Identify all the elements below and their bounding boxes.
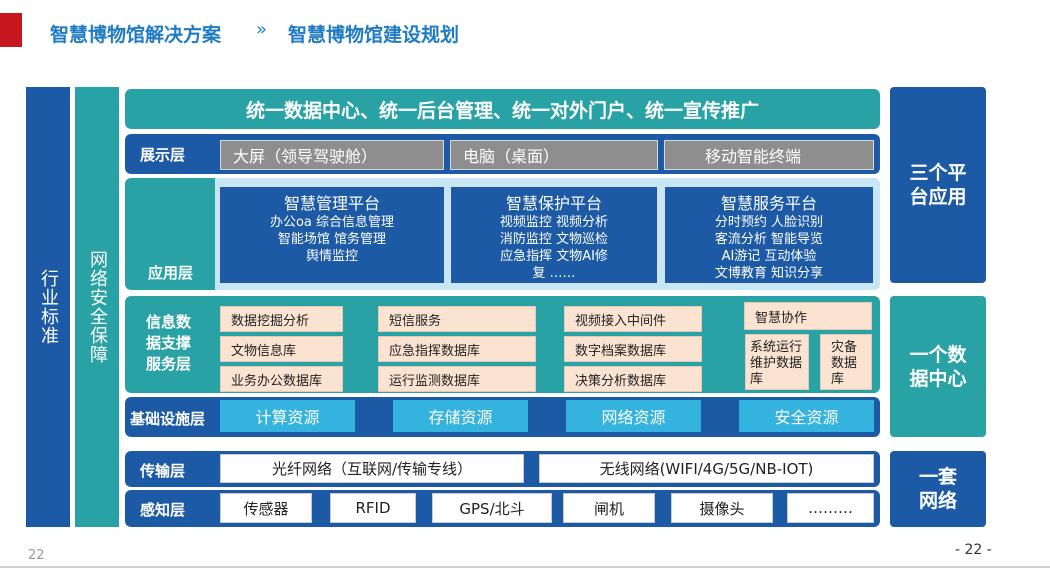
service-platform-title: 智慧服务平台 <box>720 194 817 213</box>
protection-platform-line: 应急指挥 文物AI修 <box>500 249 608 264</box>
network-security-column: 网络安全保障 <box>75 87 119 527</box>
data-item: 决策分析数据库 <box>564 366 702 392</box>
transport-item-wireless: 无线网络(WIFI/4G/5G/NB-IOT) <box>539 454 874 483</box>
data-item: 文物信息库 <box>220 336 343 362</box>
perception-item: 闸机 <box>563 493 655 523</box>
industry-standard-column: 行业标准 <box>26 87 70 527</box>
page-number-left: 22 <box>28 548 45 563</box>
service-platform-line: 分时预约 人脸识别 <box>714 215 824 230</box>
network-security-label: 网络安全保障 <box>87 250 108 364</box>
perception-item: RFID <box>330 493 416 523</box>
data-item: 运行监测数据库 <box>378 366 536 392</box>
breadcrumb-separator-icon: » <box>256 19 268 40</box>
data-item: 数字档案数据库 <box>564 336 702 362</box>
page-number-right: - 22 - <box>955 542 992 558</box>
infra-item: 计算资源 <box>220 400 355 432</box>
one-network-box: 一套网络 <box>890 451 986 527</box>
application-layer-label-bg <box>125 178 215 290</box>
perception-item: ……… <box>787 493 874 523</box>
display-item-big-screen: 大屏（领导驾驶舱） <box>220 140 444 170</box>
infrastructure-layer-label: 基础设施层 <box>130 410 206 428</box>
service-platform-line: 客流分析 智能导览 <box>714 232 824 247</box>
data-item: 业务办公数据库 <box>220 366 343 392</box>
display-item-mobile: 移动智能终端 <box>664 140 874 170</box>
data-support-label-line: 服务层 <box>146 355 192 373</box>
perception-item: GPS/北斗 <box>432 493 552 523</box>
perception-layer-label: 感知层 <box>140 501 186 519</box>
protection-platform-line: 视频监控 视频分析 <box>499 215 609 230</box>
protection-platform-line: 消防监控 文物巡检 <box>499 232 609 247</box>
management-platform-line: 办公oa 综合信息管理 <box>269 215 395 230</box>
management-platform: 智慧管理平台 办公oa 综合信息管理 智能场馆 馆务管理 舆情监控 <box>219 186 445 284</box>
management-platform-title: 智慧管理平台 <box>283 194 380 213</box>
data-item-sys-db: 系统运行维护数据库 <box>745 334 809 390</box>
management-platform-line: 舆情监控 <box>305 249 358 264</box>
protection-platform: 智慧保护平台 视频监控 视频分析 消防监控 文物巡检 应急指挥 文物AI修 复 … <box>450 186 658 284</box>
service-platform-line: AI游记 互动体验 <box>721 249 817 264</box>
data-support-layer-label: 信息数 据支撑 服务层 <box>146 312 191 375</box>
application-layer-label: 应用层 <box>148 264 194 282</box>
infra-item: 存储资源 <box>393 400 528 432</box>
data-item-collab: 智慧协作 <box>744 302 872 330</box>
display-item-pc: 电脑（桌面） <box>450 140 658 170</box>
page-title: 智慧博物馆建设规划 <box>288 24 460 46</box>
service-platform: 智慧服务平台 分时预约 人脸识别 客流分析 智能导览 AI游记 互动体验 文博教… <box>664 186 874 284</box>
brand-red-marker <box>0 13 22 47</box>
display-layer-label: 展示层 <box>140 146 186 164</box>
protection-platform-line: 复 …… <box>532 266 576 281</box>
data-item: 应急指挥数据库 <box>378 336 536 362</box>
transport-layer-label: 传输层 <box>140 462 186 480</box>
data-item-backup-db: 灾备数据库 <box>820 334 872 390</box>
management-platform-line: 智能场馆 馆务管理 <box>277 232 387 247</box>
one-data-center-box: 一个数据中心 <box>890 296 986 437</box>
service-platform-line: 文博教育 知识分享 <box>714 266 824 281</box>
perception-item: 传感器 <box>220 493 312 523</box>
data-item: 短信服务 <box>378 306 536 332</box>
transport-item-fiber: 光纤网络（互联网/传输专线） <box>220 454 524 483</box>
infra-item: 安全资源 <box>739 400 874 432</box>
data-support-label-line: 据支撑 <box>146 334 192 352</box>
data-item: 视频接入中间件 <box>564 306 702 332</box>
infra-item: 网络资源 <box>566 400 701 432</box>
perception-item: 摄像头 <box>671 493 773 523</box>
three-platforms-box: 三个平台应用 <box>890 87 986 283</box>
data-support-label-line: 信息数 <box>146 313 192 331</box>
protection-platform-title: 智慧保护平台 <box>505 194 602 213</box>
breadcrumb-main: 智慧博物馆解决方案 <box>50 24 222 46</box>
footer-divider <box>0 566 1050 568</box>
unified-banner: 统一数据中心、统一后台管理、统一对外门户、统一宣传推广 <box>125 89 880 129</box>
industry-standard-label: 行业标准 <box>38 269 59 345</box>
data-item: 数据挖掘分析 <box>220 306 343 332</box>
